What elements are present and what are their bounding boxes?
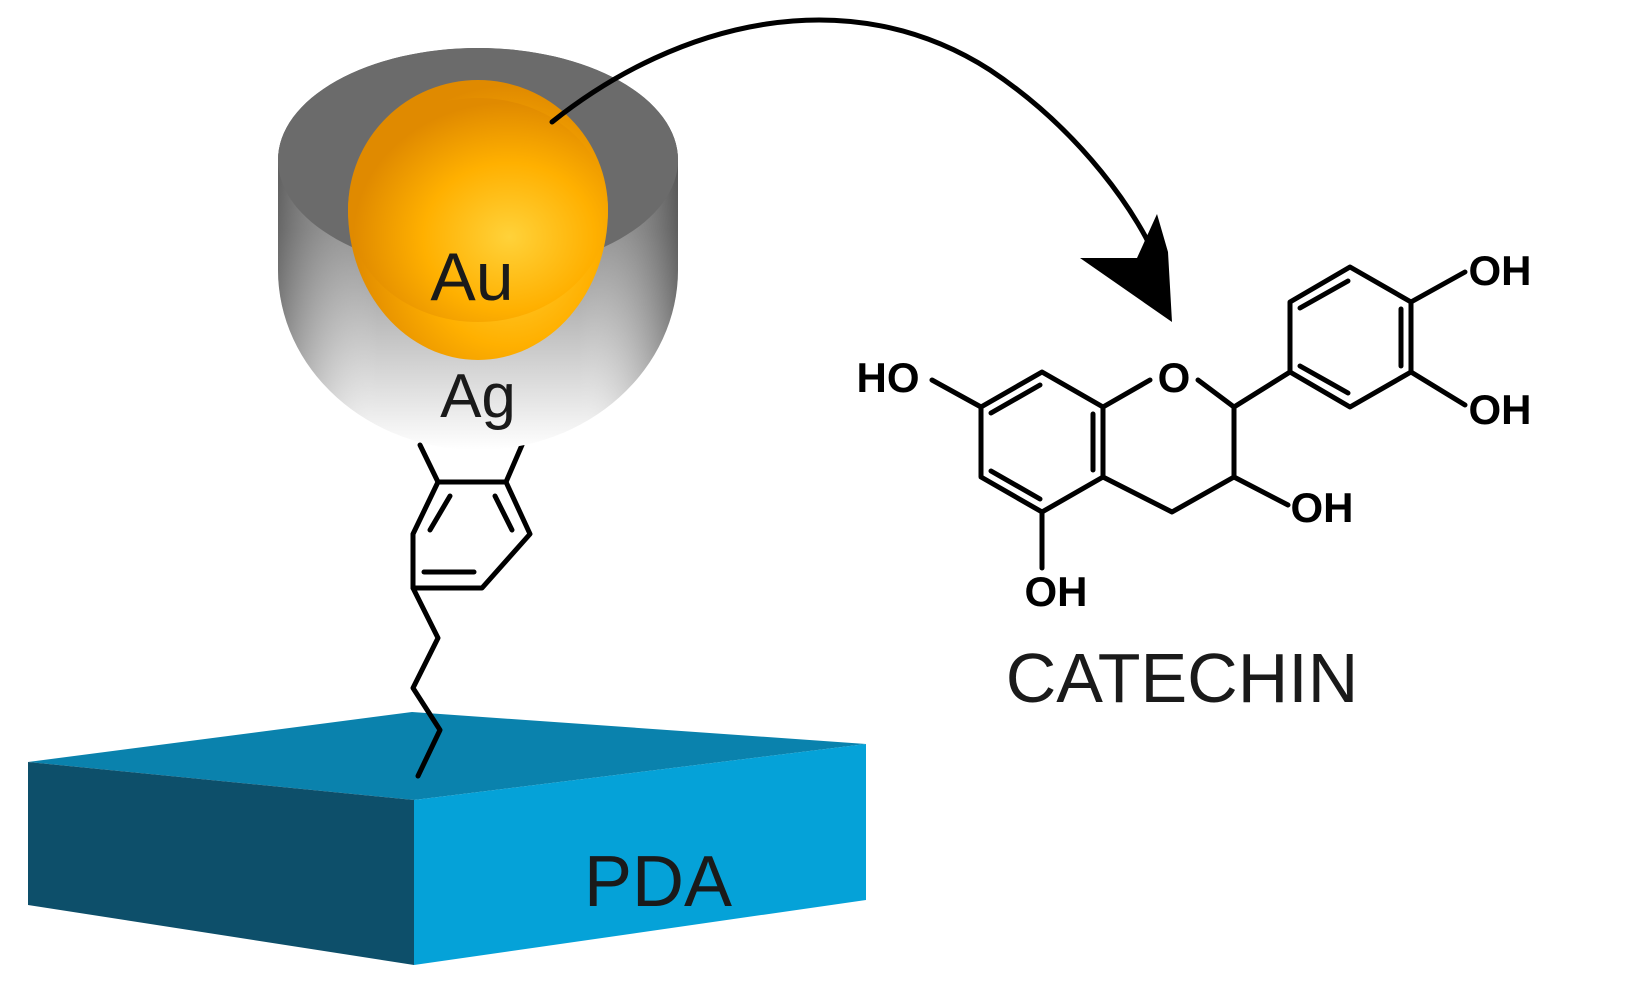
ring-oxygen-label: O — [1158, 354, 1191, 401]
linker-molecule — [410, 442, 533, 779]
catechin-structure: O HO OH OH OH OH CATECHIN — [857, 247, 1532, 717]
linker-double-bond — [427, 493, 453, 533]
oh-top-right-bond — [1408, 269, 1468, 305]
pda-front-face — [414, 744, 866, 965]
linker-double-bond — [492, 493, 515, 533]
ag-label: Ag — [440, 362, 516, 431]
pda-top-face — [28, 712, 866, 800]
oh-right-label: OH — [1469, 386, 1532, 433]
ring-a-double-bond — [988, 382, 1043, 416]
catechin-ring-b — [1287, 264, 1414, 410]
molecule-name-label: CATECHIN — [1006, 639, 1359, 717]
catechin-ring-a — [978, 369, 1106, 515]
curved-arrow-icon — [549, 17, 1172, 322]
oh-right-bond — [1408, 369, 1468, 408]
thiol-bond-left — [417, 442, 441, 485]
catechin-ring-c — [1100, 377, 1153, 410]
ring-b-double-bond — [1297, 363, 1351, 396]
pda-label: PDA — [584, 842, 732, 922]
pda-left-face — [28, 762, 414, 965]
oh-c3-bond — [1231, 474, 1291, 508]
au-label: Au — [430, 239, 513, 315]
oh-c3-label: OH — [1291, 484, 1354, 531]
alkyl-chain — [410, 585, 443, 779]
ring-a-double-bond — [988, 468, 1043, 502]
pda-substrate: PDA — [28, 712, 866, 965]
core-shell-nanoparticle: Au Ag — [278, 48, 678, 450]
oh-top-right-label: OH — [1469, 247, 1532, 294]
au-core-top — [348, 98, 608, 322]
thiol-bond-right — [503, 442, 525, 485]
ho-bond — [929, 377, 984, 410]
oh-bottom-label: OH — [1025, 568, 1088, 615]
ring-b-double-bond — [1297, 278, 1351, 311]
ho-left-label: HO — [857, 354, 920, 401]
arrow-shaft — [549, 17, 1163, 271]
c2-b-ring-bond — [1231, 369, 1293, 410]
arrow-head — [1080, 214, 1172, 322]
